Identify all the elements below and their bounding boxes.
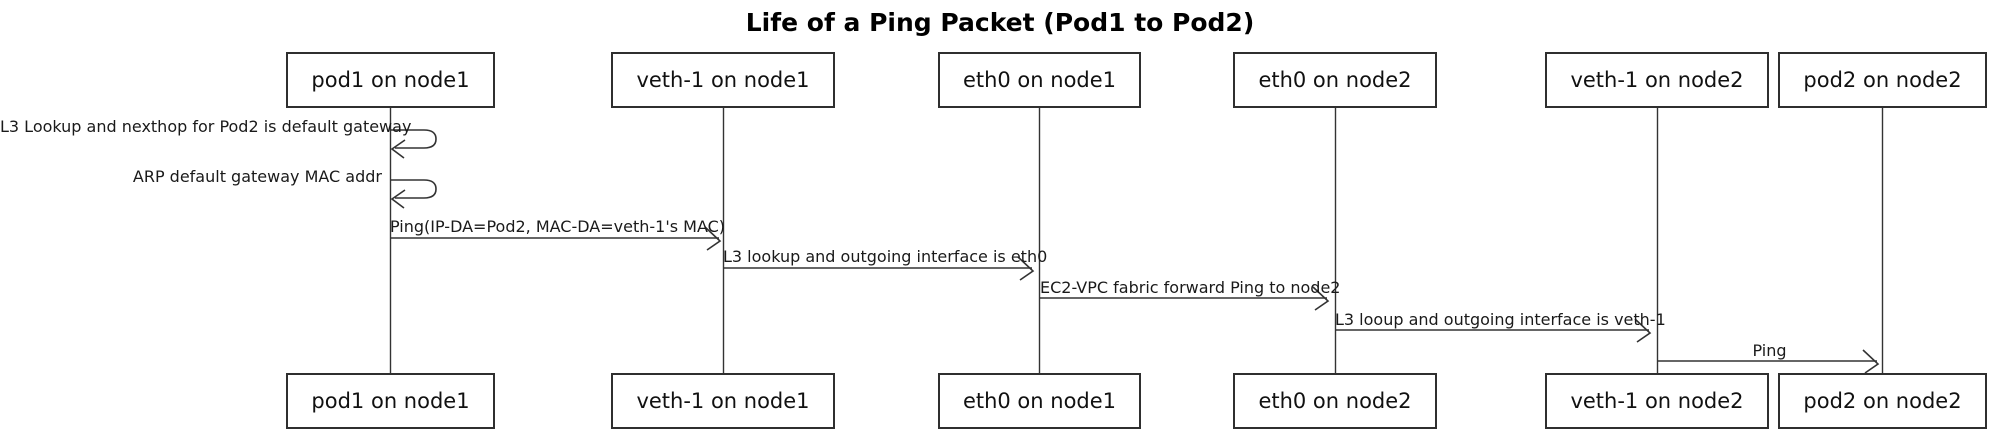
- arrowhead-icon: [704, 226, 722, 251]
- participant-top-eth0-node2: eth0 on node2: [1233, 52, 1437, 108]
- participant-label: pod1 on node1: [311, 68, 470, 92]
- participant-bottom-eth0-node2: eth0 on node2: [1233, 373, 1437, 429]
- diagram-title: Life of a Ping Packet (Pod1 to Pod2): [745, 8, 1255, 37]
- participant-label: veth-1 on node2: [1570, 68, 1744, 92]
- participant-label: veth-1 on node1: [636, 389, 810, 413]
- participant-bottom-veth1-node2: veth-1 on node2: [1545, 373, 1769, 429]
- arrowhead-icon: [390, 189, 406, 209]
- arrowhead-icon: [1634, 318, 1652, 343]
- message-label-l3-looup-veth1: L3 looup and outgoing interface is veth-…: [1335, 310, 1666, 329]
- participant-label: eth0 on node2: [1258, 68, 1412, 92]
- participant-top-pod2-node2: pod2 on node2: [1778, 52, 1987, 108]
- participant-bottom-pod2-node2: pod2 on node2: [1778, 373, 1987, 429]
- arrowhead-icon: [390, 139, 406, 159]
- participant-label: pod1 on node1: [311, 389, 470, 413]
- arrowhead-icon: [1862, 349, 1880, 374]
- participant-label: veth-1 on node1: [636, 68, 810, 92]
- participant-bottom-eth0-node1: eth0 on node1: [938, 373, 1141, 429]
- message-label-l3-lookup-eth0: L3 lookup and outgoing interface is eth0: [723, 247, 1048, 266]
- participant-label: veth-1 on node2: [1570, 389, 1744, 413]
- participant-bottom-veth1-node1: veth-1 on node1: [611, 373, 835, 429]
- message-label-ping-ipda: Ping(IP-DA=Pod2, MAC-DA=veth-1's MAC): [390, 217, 726, 236]
- message-label-arp-gateway: ARP default gateway MAC addr: [132, 167, 382, 186]
- arrowhead-icon: [1312, 286, 1330, 311]
- self-loop-arrow: [391, 129, 437, 149]
- participant-top-veth1-node1: veth-1 on node1: [611, 52, 835, 108]
- participant-label: eth0 on node1: [962, 68, 1117, 92]
- arrowhead-icon: [1017, 256, 1035, 281]
- self-loop-arrow: [391, 179, 437, 199]
- message-label-ping: Ping: [1752, 341, 1787, 360]
- message-label-ec2-vpc-fabric: EC2-VPC fabric forward Ping to node2: [1040, 278, 1341, 297]
- participant-label: eth0 on node1: [962, 389, 1117, 413]
- participant-top-eth0-node1: eth0 on node1: [938, 52, 1141, 108]
- participant-label: pod2 on node2: [1803, 389, 1962, 413]
- participant-label: pod2 on node2: [1803, 68, 1962, 92]
- participant-label: eth0 on node2: [1258, 389, 1412, 413]
- participant-top-veth1-node2: veth-1 on node2: [1545, 52, 1769, 108]
- participant-top-pod1-node1: pod1 on node1: [286, 52, 495, 108]
- participant-bottom-pod1-node1: pod1 on node1: [286, 373, 495, 429]
- message-label-l3-lookup-nexthop: L3 Lookup and nexthop for Pod2 is defaul…: [0, 117, 412, 136]
